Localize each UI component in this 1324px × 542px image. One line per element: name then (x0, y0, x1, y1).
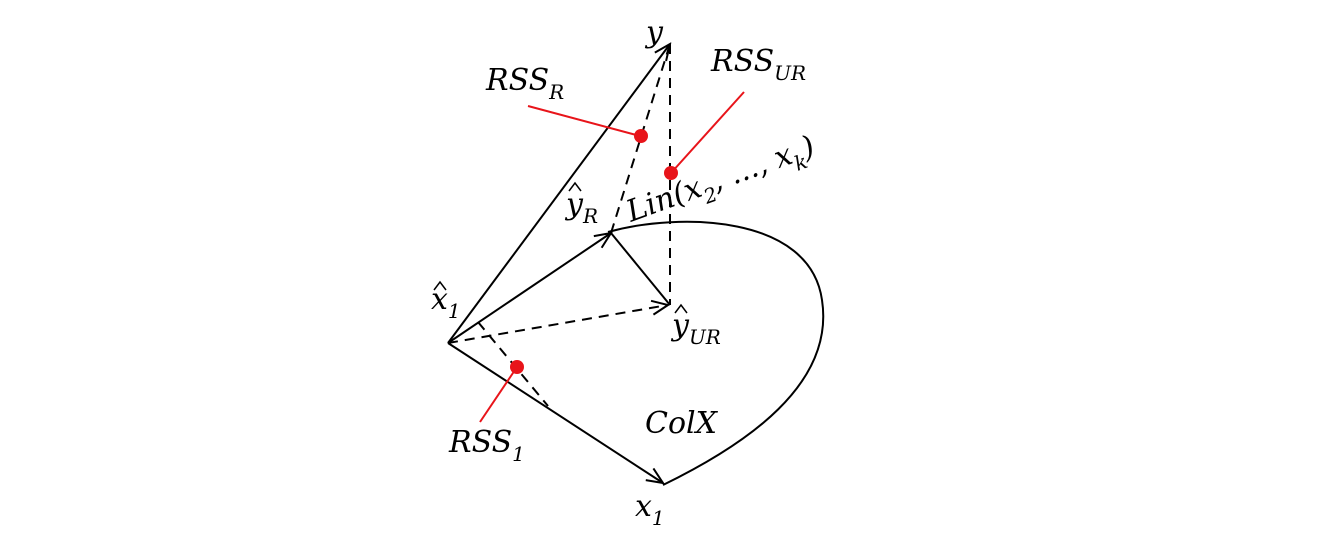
marker-rss-ur (664, 166, 678, 180)
label-colx: ColX (645, 406, 719, 441)
vector-x1 (447, 342, 663, 483)
label-rss-1: RSS1 (448, 425, 525, 466)
hat-glyph (433, 280, 447, 291)
label-xhat-1: x1 (431, 280, 461, 323)
label-rss-ur: RSSUR (710, 44, 806, 85)
label-rss-r: RSSR (485, 63, 564, 104)
label-x1: x1 (635, 489, 665, 530)
colx-plane-outline (607, 220, 825, 486)
vector-yhat-ur (447, 305, 668, 344)
marker-rss-1 (510, 360, 524, 374)
leader-rss-1 (479, 366, 518, 423)
vector-yhat-r (447, 233, 611, 344)
hat-glyph (674, 303, 688, 314)
label-yhat-ur: yUR (670, 303, 721, 349)
leader-rss-r (527, 105, 641, 137)
label-yhat-r: yR (564, 181, 598, 228)
segment-yhat-r-to-yhat-ur (610, 232, 671, 306)
label-y: y (644, 15, 664, 50)
leader-rss-ur (670, 91, 745, 174)
vector-y (447, 44, 670, 344)
marker-rss-r (634, 129, 648, 143)
svg-text:yUR: yUR (670, 308, 721, 349)
svg-text:yR: yR (564, 187, 598, 228)
label-lin-subspace: Lin(x2, ..., xk) (621, 129, 822, 235)
hat-glyph (568, 181, 582, 192)
svg-text:x1: x1 (431, 282, 461, 323)
